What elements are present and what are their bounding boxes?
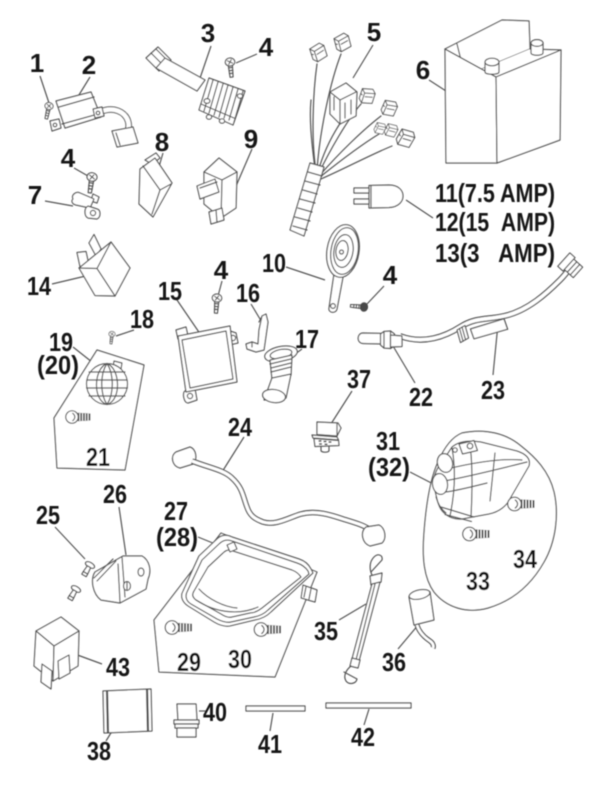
svg-text:21: 21: [86, 442, 110, 472]
svg-text:3: 3: [201, 18, 215, 48]
svg-text:37: 37: [347, 364, 371, 394]
svg-text:38: 38: [87, 736, 111, 766]
svg-text:9: 9: [244, 124, 258, 154]
svg-text:4: 4: [214, 255, 229, 285]
svg-text:10: 10: [262, 248, 286, 278]
svg-text:4: 4: [61, 143, 76, 173]
svg-text:4: 4: [383, 260, 398, 290]
svg-text:42: 42: [351, 722, 375, 752]
svg-text:4: 4: [259, 32, 274, 62]
svg-text:22: 22: [409, 382, 433, 412]
svg-text:1: 1: [30, 48, 44, 78]
svg-text:26: 26: [103, 479, 127, 509]
svg-text:36: 36: [382, 647, 406, 677]
svg-text:35: 35: [314, 616, 338, 646]
svg-text:16: 16: [236, 278, 260, 308]
svg-text:(32): (32): [368, 452, 410, 482]
svg-text:14: 14: [27, 271, 51, 301]
svg-text:27: 27: [164, 496, 188, 526]
svg-text:11(7.5 AMP): 11(7.5 AMP): [435, 178, 555, 208]
svg-text:6: 6: [416, 55, 430, 85]
svg-text:23: 23: [481, 375, 505, 405]
svg-text:(20): (20): [37, 350, 79, 380]
svg-text:41: 41: [258, 729, 282, 759]
svg-text:17: 17: [295, 324, 319, 354]
svg-text:8: 8: [155, 127, 169, 157]
svg-text:24: 24: [228, 412, 252, 442]
svg-text:18: 18: [130, 304, 154, 334]
svg-text:43: 43: [106, 652, 130, 682]
svg-text:13(3 AMP): 13(3 AMP): [435, 238, 555, 268]
svg-text:30: 30: [228, 644, 252, 674]
svg-text:5: 5: [367, 17, 381, 47]
svg-text:2: 2: [82, 50, 96, 80]
svg-text:7: 7: [28, 180, 42, 210]
svg-text:29: 29: [177, 647, 201, 677]
svg-text:15: 15: [158, 276, 182, 306]
svg-text:(28): (28): [156, 522, 198, 552]
svg-text:19: 19: [49, 327, 73, 357]
svg-text:33: 33: [466, 566, 490, 596]
svg-text:40: 40: [203, 697, 227, 727]
svg-text:34: 34: [513, 544, 537, 574]
svg-text:25: 25: [36, 500, 60, 530]
svg-text:12(15 AMP): 12(15 AMP): [435, 207, 555, 237]
svg-text:31: 31: [376, 426, 400, 456]
